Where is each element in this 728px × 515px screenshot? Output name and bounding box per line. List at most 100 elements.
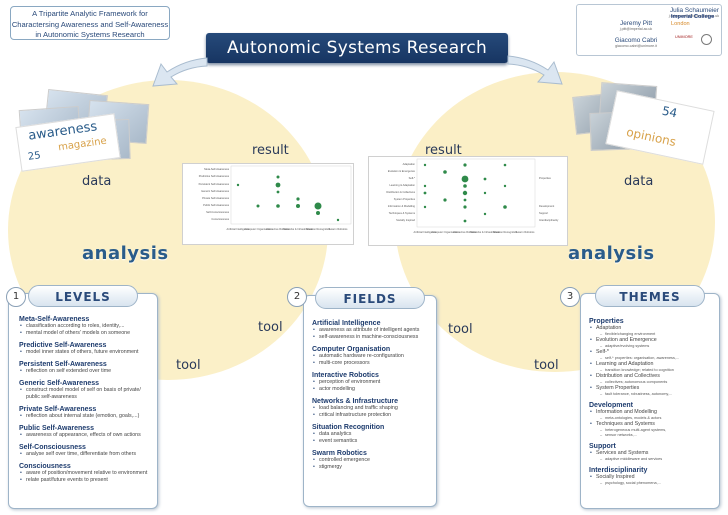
level-bullet: classification according to roles, ident… xyxy=(19,323,155,330)
theme-item: Distribution and Collectives xyxy=(589,373,719,380)
column-label: Computer Organisation xyxy=(245,227,272,231)
level-title: Consciousness xyxy=(19,463,71,470)
theme-detail: flexible/changing environment xyxy=(589,332,719,337)
column-label: Situation Recognition xyxy=(493,230,518,234)
poster-title: A Tripartite Analytic Framework for Char… xyxy=(10,6,170,40)
chart-bubble xyxy=(423,163,427,167)
column-label: Artificial Intelligence xyxy=(227,227,250,231)
chart-frame xyxy=(230,165,352,225)
field-bullet: awareness as attribute of intelligent ag… xyxy=(312,327,436,334)
theme-item: Information and Modelling xyxy=(589,409,719,416)
author-name: Julia Schaumeier xyxy=(669,7,719,14)
author-pitt: Jeremy Pitt j.pitt@imperial.ac.uk xyxy=(605,20,667,31)
row-label: Learning & Adaptation xyxy=(389,183,415,187)
levels-list: Meta-Self-Awareness classification accor… xyxy=(19,316,155,484)
level-bullet: awareness of appearance, effects of own … xyxy=(19,432,155,439)
fields-heading: FIELDS xyxy=(315,287,425,309)
row-label: Self-Consciousness xyxy=(206,210,230,214)
group-label: Support xyxy=(539,211,548,215)
tool-label-fields: tool xyxy=(448,322,473,337)
theme-detail: meta-ontologies, models & actors xyxy=(589,416,719,421)
chart-bubble xyxy=(276,175,280,179)
column-label: Computer Organisation xyxy=(432,230,459,234)
row-label: Self-* xyxy=(409,176,415,180)
row-label: Consciousness xyxy=(211,217,229,221)
row-label: Generic Self-Awareness xyxy=(201,189,230,193)
author-email: j.schaumeier09@imperial.ac.uk xyxy=(668,14,719,18)
main-banner: Autonomic Systems Research xyxy=(206,33,508,63)
chart-frame xyxy=(416,158,536,228)
column-label: Interactive Robotics xyxy=(454,230,477,234)
row-label: Adaptation xyxy=(403,162,416,166)
chart-bubble xyxy=(314,202,322,210)
themes-by-fields-svg: Adaptation Evolution & Emergence Self-* … xyxy=(386,158,559,234)
column-label: Networks & Infrastructure xyxy=(283,227,313,231)
levels-number-badge: 1 xyxy=(6,287,26,307)
level-title: Generic Self-Awareness xyxy=(19,380,100,387)
row-labels: Adaptation Evolution & Emergence Self-* … xyxy=(386,162,415,222)
row-label: Techniques & Systems xyxy=(389,211,416,215)
theme-detail: self-* properties: organisation, awarene… xyxy=(589,356,719,361)
author-email: giacomo.cabri@unimore.it xyxy=(615,44,657,48)
theme-item: Self-* xyxy=(589,349,719,356)
group-label: Interdisciplinarity xyxy=(539,218,559,222)
chart-bubble xyxy=(423,205,427,209)
theme-item: Techniques and Systems xyxy=(589,421,719,428)
theme-group-title: Interdisciplinarity xyxy=(589,467,648,474)
column-label: Situation Recognition xyxy=(306,227,331,231)
chart-bubble xyxy=(463,184,467,188)
fields-number-badge: 2 xyxy=(287,287,307,307)
levels-by-fields-chart: Meta-Self-Awareness Predictive Self-Awar… xyxy=(182,163,354,245)
row-label: Private Self-Awareness xyxy=(202,196,230,200)
left-result-label: result xyxy=(252,143,289,158)
level-bullet: relate past/future events to present xyxy=(19,477,155,484)
author-box: Julia Schaumeier j.schaumeier09@imperial… xyxy=(576,4,722,56)
level-bullet: model inner states of others, future env… xyxy=(19,349,155,356)
row-label: Meta-Self-Awareness xyxy=(204,167,229,171)
chart-bubble xyxy=(483,212,487,216)
level-title: Predictive Self-Awareness xyxy=(19,342,107,349)
chart-bubble xyxy=(462,190,468,196)
row-label: Evolution & Emergence xyxy=(388,169,416,173)
author-email: j.pitt@imperial.ac.uk xyxy=(619,27,653,31)
field-bullet: actor modelling xyxy=(312,386,436,393)
right-analysis-label: analysis xyxy=(568,243,655,264)
column-label: Swarm Robotics xyxy=(516,230,536,234)
tool-label-levels: tool xyxy=(258,320,283,335)
fields-panel: FIELDS Artificial Intelligence awareness… xyxy=(303,287,437,507)
row-label: Information & Modelling xyxy=(388,204,416,208)
levels-panel: LEVELS Meta-Self-Awareness classificatio… xyxy=(8,285,158,509)
chart-bubble xyxy=(463,219,467,223)
chart-bubble xyxy=(316,211,320,215)
unimore-logo: UNIMORE xyxy=(675,35,693,39)
chart-bubble xyxy=(443,170,447,174)
column-label: Networks & Infrastructure xyxy=(470,230,500,234)
right-data-label: data xyxy=(624,174,654,189)
field-bullet: automatic hardware re-configuration xyxy=(312,353,436,360)
row-label: Socially Inspired xyxy=(396,218,415,222)
field-bullet: load balancing and traffic shaping xyxy=(312,405,436,412)
chart-bubble xyxy=(276,190,280,194)
chart-bubble xyxy=(236,183,240,187)
chart-bubble xyxy=(275,182,281,188)
poster-title-line-3: in Autonomic Systems Research xyxy=(35,30,145,39)
field-bullet: perception of environment xyxy=(312,379,436,386)
chart-bubble xyxy=(463,198,467,202)
chart-bubble xyxy=(503,184,507,188)
levels-heading: LEVELS xyxy=(28,285,138,307)
field-title: Swarm Robotics xyxy=(312,450,367,457)
chart-bubble xyxy=(503,163,507,167)
fields-list: Artificial Intelligence awareness as att… xyxy=(312,320,436,471)
chart-bubble xyxy=(503,205,507,209)
chart-bubble xyxy=(423,184,427,188)
theme-item: Socially Inspired xyxy=(589,474,719,481)
author-schaumeier: Julia Schaumeier j.schaumeier09@imperial… xyxy=(609,7,719,18)
themes-by-fields-chart: Adaptation Evolution & Emergence Self-* … xyxy=(368,156,568,246)
left-data-label: data xyxy=(82,174,112,189)
author-cabri: Giacomo Cabri giacomo.cabri@unimore.it xyxy=(605,37,667,48)
imperial-logo-line-2: London xyxy=(671,20,690,27)
tool-label-right: tool xyxy=(534,358,559,373)
tool-label-left: tool xyxy=(176,358,201,373)
chart-bubble xyxy=(336,218,340,222)
level-title: Meta-Self-Awareness xyxy=(19,316,90,323)
